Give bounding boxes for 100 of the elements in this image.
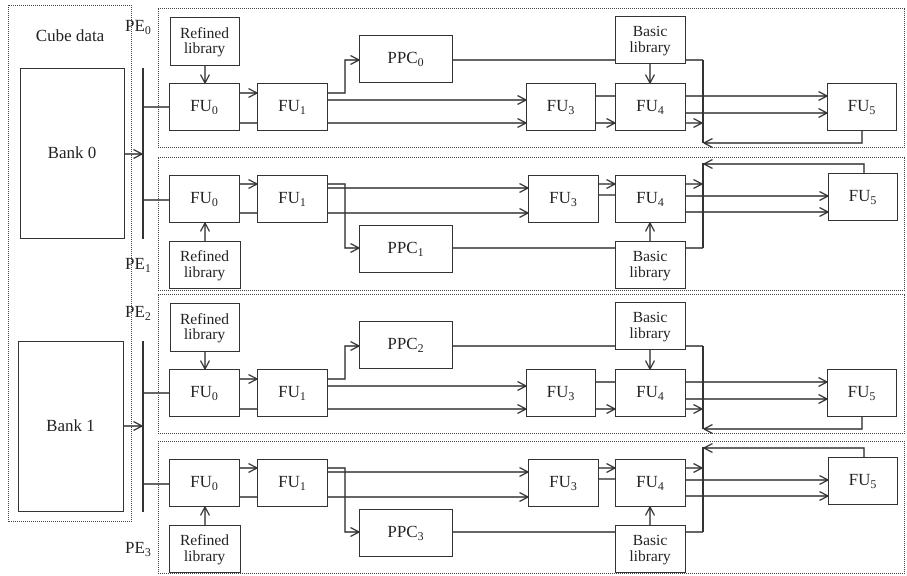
- connector-arrow: [596, 404, 616, 414]
- connector-arrow: [644, 350, 656, 370]
- library-box: [170, 302, 240, 352]
- collector-line: [702, 446, 704, 532]
- region-title: Cube data: [34, 26, 106, 46]
- bus-line: [142, 341, 144, 512]
- connector-arrow: [328, 208, 529, 218]
- connector-arrow: [328, 340, 360, 380]
- connector-arrow: [200, 506, 210, 525]
- connector-arrow: [328, 492, 529, 502]
- library-box: [614, 240, 686, 288]
- unit-label: Refined library: [178, 312, 230, 342]
- unit-label: Basic library: [628, 249, 672, 280]
- connector-arrow: [328, 118, 527, 128]
- connector-arrow: [686, 404, 703, 414]
- connector-arrow: [200, 222, 210, 241]
- memory-bank-box: [18, 340, 124, 512]
- region-label: PE$_{1}$: [125, 254, 151, 276]
- function-unit-box: [526, 368, 596, 416]
- unit-label: FU$_{3}$: [549, 188, 577, 208]
- unit-label: FU$_{4}$: [636, 188, 664, 208]
- ppc-box: [358, 34, 452, 82]
- unit-label: FU$_{3}$: [546, 96, 574, 116]
- connector-arrow: [328, 404, 527, 414]
- unit-label: PPC$_{3}$: [387, 522, 424, 542]
- unit-label: FU$_{4}$: [636, 472, 664, 492]
- unit-label: Basic library: [628, 533, 672, 564]
- function-unit-box: [614, 82, 686, 130]
- connector-arrow: [703, 442, 865, 457]
- unit-label: FU$_{1}$: [278, 188, 306, 208]
- connector-arrow: [703, 158, 865, 173]
- connector-arrow: [703, 131, 863, 148]
- library-box: [168, 240, 240, 288]
- connector-arrow: [686, 206, 829, 218]
- region-label: PE$_{3}$: [125, 538, 151, 560]
- connector-arrow: [596, 118, 616, 128]
- function-unit-box: [168, 174, 240, 222]
- connector-arrow: [328, 183, 360, 254]
- connector-arrow: [644, 222, 656, 241]
- unit-label: FU$_{0}$: [190, 188, 218, 208]
- ppc-box: [358, 320, 452, 368]
- connector-arrow: [686, 118, 703, 128]
- unit-label: Basic library: [628, 310, 672, 341]
- function-unit-box: [168, 82, 240, 130]
- connector-arrow: [686, 462, 703, 474]
- unit-label: Bank 1: [46, 417, 95, 435]
- library-box: [170, 16, 240, 66]
- collector-line: [702, 162, 704, 248]
- ppc-box: [358, 224, 452, 272]
- library-box: [614, 524, 686, 572]
- unit-label: FU$_{3}$: [546, 382, 574, 402]
- unit-label: FU$_{5}$: [848, 470, 876, 490]
- unit-label: FU$_{0}$: [190, 382, 218, 402]
- function-unit-box: [256, 458, 328, 506]
- unit-label: Basic library: [628, 24, 672, 55]
- function-unit-box: [828, 456, 898, 504]
- function-unit-box: [826, 368, 896, 416]
- unit-label: Bank 0: [48, 144, 96, 162]
- connector-arrow: [686, 190, 829, 202]
- unit-label: FU$_{0}$: [190, 96, 218, 116]
- unit-label: FU$_{0}$: [190, 472, 218, 492]
- library-box: [614, 16, 686, 64]
- function-unit-box: [828, 172, 898, 220]
- connector-arrow: [599, 462, 616, 474]
- unit-label: FU$_{3}$: [549, 472, 577, 492]
- connector-arrow: [703, 417, 863, 434]
- unit-label: FU$_{4}$: [636, 96, 664, 116]
- function-unit-box: [256, 82, 328, 130]
- collector-line: [702, 346, 704, 428]
- unit-label: Refined library: [178, 26, 230, 56]
- connector-arrow: [686, 490, 829, 502]
- function-unit-box: [614, 174, 686, 222]
- connector-arrow: [328, 380, 527, 392]
- connector-arrow: [686, 394, 828, 404]
- connector-arrow: [328, 466, 529, 478]
- region-label: PE$_{0}$: [125, 16, 151, 38]
- unit-label: FU$_{4}$: [636, 382, 664, 402]
- function-unit-box: [168, 458, 240, 506]
- collector-line: [702, 60, 704, 142]
- connector-arrow: [599, 178, 616, 190]
- connector-arrow: [686, 90, 828, 102]
- connector-arrow: [328, 467, 360, 538]
- connector-arrow: [328, 94, 527, 106]
- unit-label: FU$_{1}$: [278, 96, 306, 116]
- unit-label: FU$_{1}$: [278, 382, 306, 402]
- connector-arrow: [240, 178, 258, 190]
- connector-arrow: [240, 462, 258, 474]
- library-box: [614, 302, 686, 350]
- connector-arrow: [686, 474, 829, 486]
- function-unit-box: [614, 368, 686, 416]
- function-unit-box: [826, 82, 896, 130]
- connector-arrow: [686, 178, 703, 190]
- function-unit-box: [528, 458, 598, 506]
- connector-arrow: [125, 148, 143, 160]
- unit-label: PPC$_{2}$: [387, 334, 424, 354]
- function-unit-box: [168, 368, 240, 416]
- function-unit-box: [614, 458, 686, 506]
- bus-line: [142, 68, 144, 239]
- unit-label: FU$_{1}$: [278, 472, 306, 492]
- connector-arrow: [686, 108, 828, 118]
